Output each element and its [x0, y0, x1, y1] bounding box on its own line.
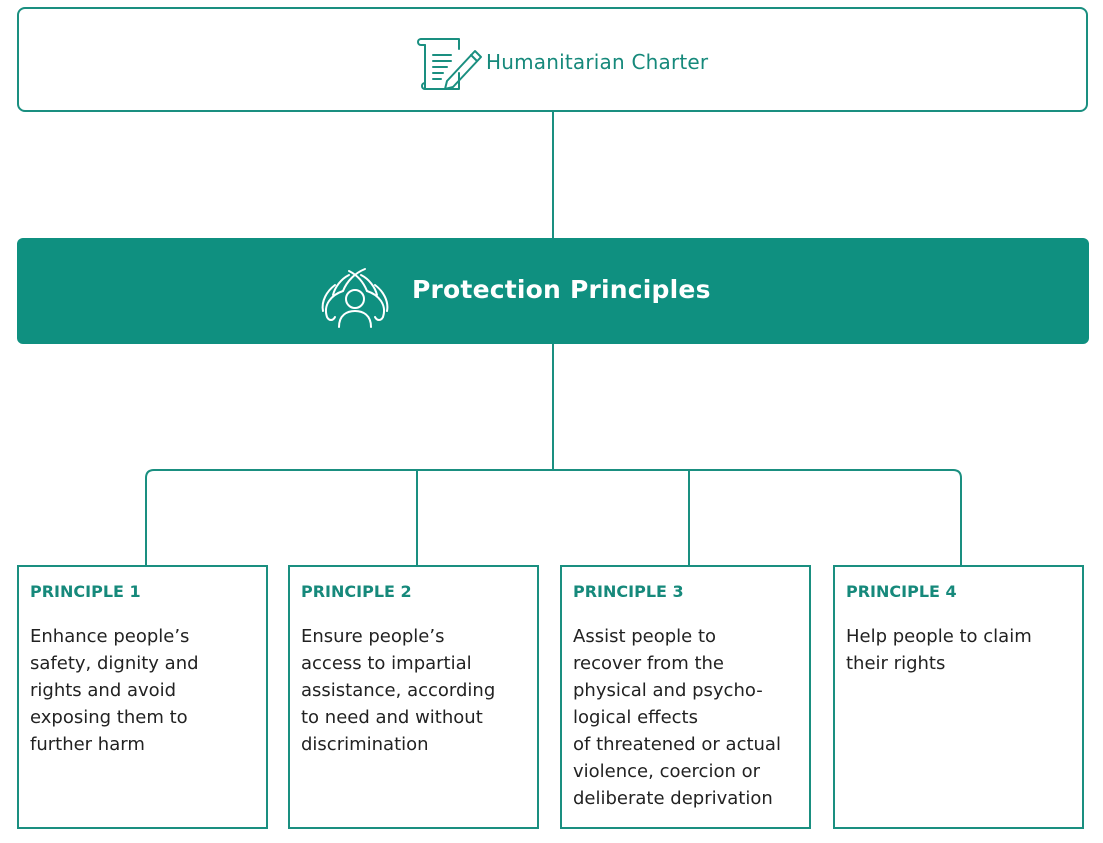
principle-2-text: Ensure people’s access to impartial assi…	[301, 626, 496, 755]
principle-2-box: PRINCIPLE 2 Ensure people’s access to im…	[288, 565, 539, 829]
principle-1-heading: PRINCIPLE 1	[30, 582, 141, 601]
principle-4-text: Help people to claim their rights	[846, 626, 1032, 674]
principle-2-heading: PRINCIPLE 2	[301, 582, 412, 601]
connector-branch-bar	[145, 469, 962, 565]
protecting-hands-person-icon	[321, 268, 389, 328]
principle-4-heading: PRINCIPLE 4	[846, 582, 957, 601]
principle-3-text: Assist people to recover from the physic…	[573, 626, 781, 809]
principle-1-text: Enhance people’s safety, dignity and rig…	[30, 626, 199, 755]
protection-principles-box: Protection Principles	[17, 238, 1089, 344]
principle-3-heading: PRINCIPLE 3	[573, 582, 684, 601]
principle-4-box: PRINCIPLE 4 Help people to claim their r…	[833, 565, 1084, 829]
protection-principles-title: Protection Principles	[412, 275, 711, 304]
humanitarian-charter-title: Humanitarian Charter	[486, 50, 709, 74]
charter-document-pen-icon	[417, 38, 482, 90]
humanitarian-charter-box: Humanitarian Charter	[17, 7, 1088, 112]
principle-3-box: PRINCIPLE 3 Assist people to recover fro…	[560, 565, 811, 829]
principle-1-box: PRINCIPLE 1 Enhance people’s safety, dig…	[17, 565, 268, 829]
